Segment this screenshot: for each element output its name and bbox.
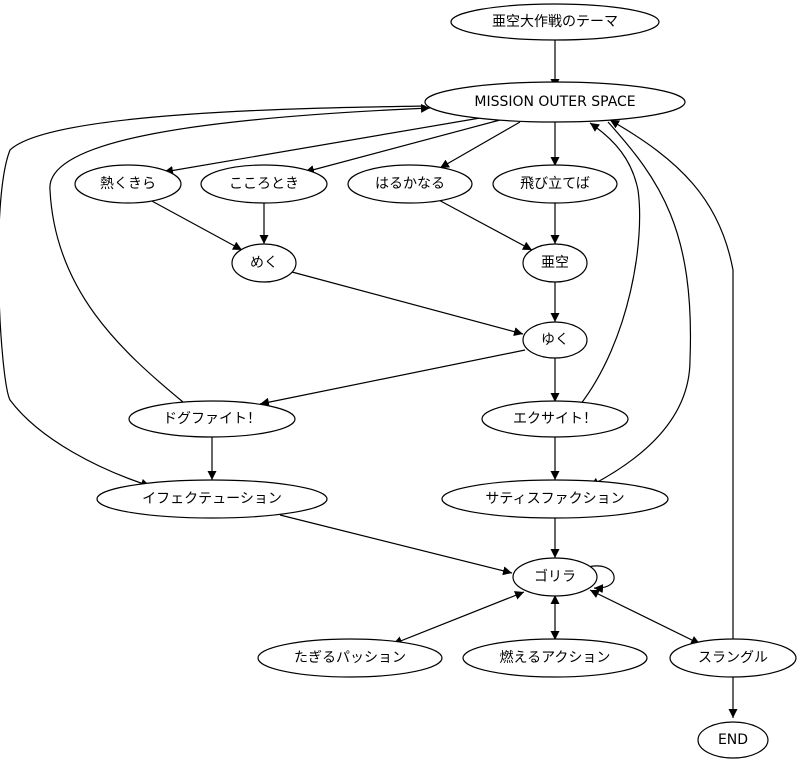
- edge-mission-kokoro: [304, 119, 501, 175]
- svg-text:イフェクテューション: イフェクテューション: [142, 491, 282, 507]
- node-tagiru: たぎるパッション: [257, 638, 443, 678]
- svg-text:熱くきら: 熱くきら: [100, 176, 156, 192]
- node-excite: エクサイト！: [481, 400, 629, 438]
- svg-text:はるかなる: はるかなる: [375, 176, 445, 192]
- svg-text:飛び立てば: 飛び立てば: [520, 176, 590, 192]
- svg-text:ゆく: ゆく: [541, 332, 569, 348]
- node-gorira: ゴリラ: [512, 557, 598, 597]
- edge-gorira-tagiru: [392, 591, 525, 645]
- svg-text:たぎるパッション: たぎるパッション: [294, 650, 406, 666]
- edge-atsuku-meku: [149, 199, 243, 251]
- edge-effect-gorira: [279, 514, 513, 576]
- svg-text:MISSION OUTER SPACE: MISSION OUTER SPACE: [474, 94, 635, 110]
- edge-excite-mission: [579, 122, 641, 406]
- svg-text:燃えるアクション: 燃えるアクション: [500, 649, 611, 666]
- edge-yuku-dogfight: [259, 349, 526, 407]
- edge-sura-mission: [609, 119, 734, 641]
- edge-meku-yuku: [291, 271, 524, 337]
- svg-text:亜空: 亜空: [541, 255, 569, 271]
- edge-gorira-sura: [589, 589, 701, 645]
- svg-text:サティスファクション: サティスファクション: [485, 491, 624, 507]
- svg-text:こころとき: こころとき: [229, 176, 299, 192]
- node-satis: サティスファクション: [441, 479, 669, 519]
- svg-text:亜空大作戦のテーマ: 亜空大作戦のテーマ: [492, 14, 618, 30]
- node-tobi: 飛び立てば: [492, 164, 618, 204]
- node-theme: 亜空大作戦のテーマ: [450, 3, 660, 41]
- svg-text:めく: めく: [250, 255, 278, 271]
- edge-gorira-self: [587, 565, 615, 594]
- edge-mission-satis: [589, 121, 692, 487]
- svg-text:ドグファイト！: ドグファイト！: [163, 411, 261, 427]
- node-atsuku: 熱くきら: [74, 164, 182, 204]
- node-end: END: [697, 721, 769, 759]
- node-haruka: はるかなる: [347, 164, 473, 204]
- node-kokoro: こころとき: [200, 164, 328, 204]
- node-moeru: 燃えるアクション: [462, 638, 648, 678]
- svg-text:END: END: [718, 732, 748, 748]
- edge-mission-atsuku: [163, 117, 481, 175]
- svg-text:スラングル: スラングル: [698, 650, 768, 666]
- node-meku: めく: [231, 243, 297, 283]
- edge-mission-effect: [0, 105, 426, 488]
- node-mission: MISSION OUTER SPACE: [424, 81, 686, 123]
- node-yuku: ゆく: [522, 321, 588, 359]
- svg-text:ゴリラ: ゴリラ: [534, 568, 576, 585]
- node-effect: イフェクテューション: [96, 479, 328, 519]
- node-akuu: 亜空: [522, 243, 588, 283]
- node-dogfight: ドグファイト！: [128, 400, 296, 438]
- svg-text:エクサイト！: エクサイト！: [513, 411, 597, 427]
- edge-haruka-akuu: [434, 197, 533, 251]
- edge-mission-haruka: [439, 121, 521, 169]
- node-sura: スラングル: [669, 638, 797, 678]
- edge-dogfight-mission: [49, 103, 431, 403]
